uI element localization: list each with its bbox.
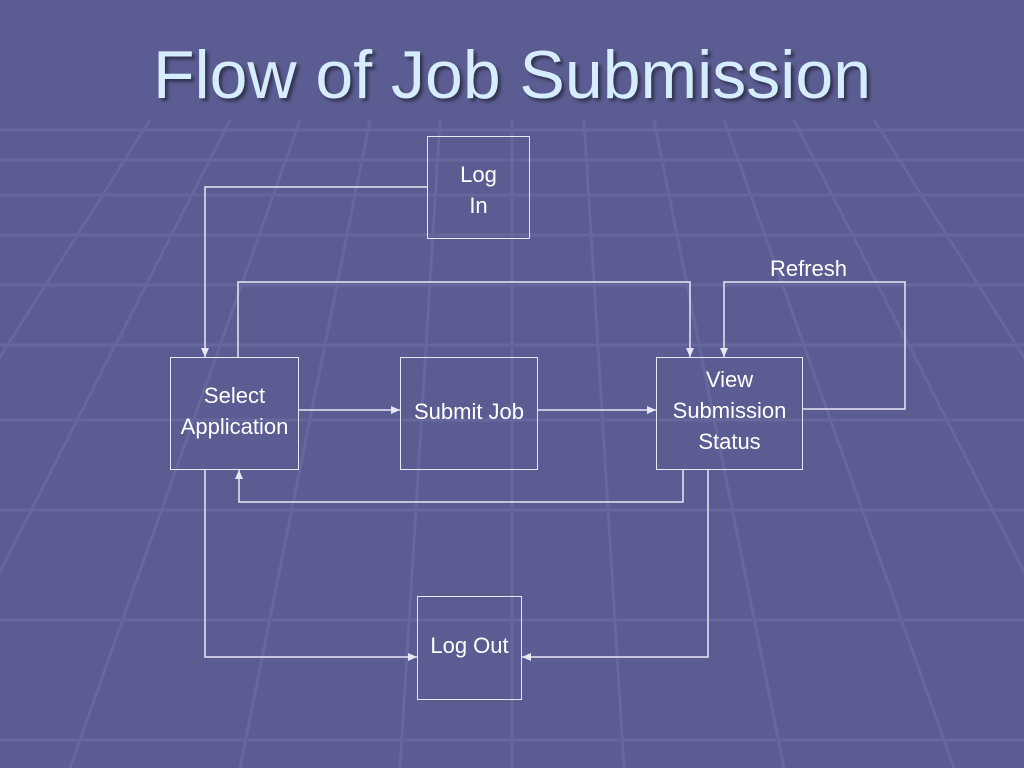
edge-view-to-select xyxy=(235,470,684,503)
node-view-status-line3: Status xyxy=(698,429,761,454)
node-log-in-line2: In xyxy=(469,193,488,218)
node-view-status-line2: Submission xyxy=(672,398,787,423)
edge-refresh-loop xyxy=(720,281,906,410)
node-submit-job-label: Submit Job xyxy=(413,399,525,424)
node-select-application: Select Application xyxy=(170,357,299,470)
node-log-out: Log Out xyxy=(417,596,522,700)
edge-login-to-select xyxy=(201,186,427,357)
edge-label-refresh: Refresh xyxy=(770,256,848,281)
edge-view-to-logout xyxy=(522,470,709,661)
slide-title: Flow of Job Submission xyxy=(152,37,872,113)
edge-select-to-view-top xyxy=(237,281,694,357)
edge-select-to-logout xyxy=(204,470,417,661)
node-log-out-label: Log Out xyxy=(430,632,509,658)
node-submit-job: Submit Job xyxy=(400,357,538,470)
node-select-application-line1: Select xyxy=(203,382,266,408)
node-log-in: Log In xyxy=(427,136,530,239)
node-select-application-line2: Application xyxy=(180,413,289,439)
node-view-status-line1: View xyxy=(705,367,754,392)
node-log-in-line1: Log xyxy=(460,162,497,187)
node-view-submission-status: View Submission Status xyxy=(656,357,803,470)
